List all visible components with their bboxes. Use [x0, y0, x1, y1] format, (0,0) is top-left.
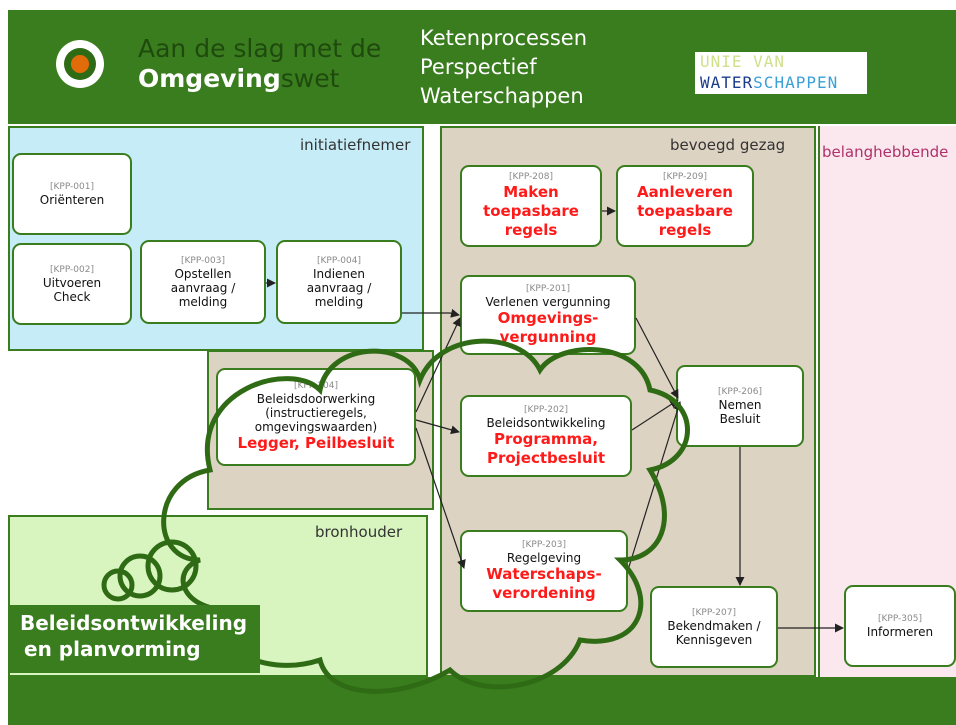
arrow-203-206 [627, 401, 682, 571]
node-label: Uitvoeren Check [42, 275, 102, 304]
node-label: Indienen aanvraag / melding [306, 266, 372, 309]
partner-logo-line-1: UNIE VAN [700, 52, 786, 71]
node-code: [KPP-207] [691, 607, 736, 618]
node-code: [KPP-202] [523, 404, 568, 415]
arrow-004-201 [402, 308, 460, 318]
partner-logo [695, 52, 867, 94]
arrow-201-206 [635, 317, 679, 399]
lane-label-bronhouder: bronhouder [315, 523, 403, 541]
cloud-icon [101, 338, 690, 694]
node-kpp-202[interactable]: [KPP-202] Beleidsontwikkeling Programma,… [460, 395, 632, 477]
node-label: Nemen Besluit [718, 397, 762, 426]
node-kpp-305[interactable]: [KPP-305] Informeren [844, 585, 956, 667]
node-kpp-208[interactable]: [KPP-208] Maken toepasbare regels [460, 165, 602, 247]
node-kpp-004[interactable]: [KPP-004] Indienen aanvraag / melding [276, 240, 402, 324]
brand-rest: swet [280, 64, 340, 93]
node-label: Beleidsontwikkeling [486, 415, 606, 430]
header-title-line-1: Ketenprocessen [420, 26, 588, 50]
lane-label-bevoegd-gezag: bevoegd gezag [670, 136, 786, 154]
node-highlight: Maken toepasbare regels [483, 183, 579, 239]
node-label: Verlenen vergunning [485, 294, 611, 309]
node-label: Bekendmaken / Kennisgeven [667, 618, 761, 647]
node-code: [KPP-203] [521, 539, 566, 550]
partner-logo-schappen: SCHAPPEN [753, 73, 839, 92]
arrow-204-203 [415, 427, 466, 569]
brand-line-2: Omgevingswet [138, 64, 339, 93]
logo-core [71, 55, 89, 73]
theme-line-1: Beleidsontwikkeling [20, 611, 248, 635]
node-kpp-201[interactable]: [KPP-201] Verlenen vergunning Omgevings-… [460, 275, 636, 355]
node-highlight: Waterschaps-verordening [486, 564, 602, 602]
node-highlight: Aanleveren toepasbare regels [637, 183, 733, 239]
node-highlight: Omgevings-vergunning [497, 308, 599, 346]
connector-arrows [266, 206, 844, 633]
lane-label-initiatiefnemer: initiatiefnemer [300, 136, 411, 154]
node-code: [KPP-201] [525, 283, 570, 294]
node-kpp-003[interactable]: [KPP-003] Opstellen aanvraag / melding [140, 240, 266, 324]
theme-label: Beleidsontwikkeling en planvorming [8, 605, 260, 673]
node-code: [KPP-003] [180, 255, 225, 266]
node-label: Oriënteren [39, 192, 105, 207]
node-kpp-209[interactable]: [KPP-209] Aanleveren toepasbare regels [616, 165, 754, 247]
node-highlight: Legger, Peilbesluit [237, 434, 395, 452]
brand-line-1: Aan de slag met de [138, 34, 382, 63]
node-kpp-203[interactable]: [KPP-203] Regelgeving Waterschaps-verord… [460, 530, 628, 612]
node-kpp-001[interactable]: [KPP-001] Oriënteren [12, 153, 132, 235]
node-label: Informeren [866, 624, 934, 639]
node-code: [KPP-305] [877, 613, 922, 624]
node-label: Regelgeving [506, 550, 582, 565]
node-code: [KPP-209] [662, 172, 707, 182]
node-highlight: Programma, Projectbesluit [486, 429, 606, 467]
lane-label-belanghebbende: belanghebbende [822, 143, 949, 161]
brand-bold: Omgeving [138, 64, 281, 93]
node-code: [KPP-208] [508, 172, 553, 182]
node-kpp-206[interactable]: [KPP-206] Nemen Besluit [676, 365, 804, 447]
node-code: [KPP-001] [49, 181, 94, 192]
node-label: Beleidsdoorwerking (instructieregels, om… [254, 392, 378, 434]
node-code: [KPP-002] [49, 264, 94, 275]
node-kpp-207[interactable]: [KPP-207] Bekendmaken / Kennisgeven [650, 586, 778, 668]
node-code: [KPP-206] [717, 386, 762, 397]
node-code: [KPP-004] [316, 255, 361, 266]
partner-logo-water: WATER [700, 73, 754, 92]
header-title-line-3: Waterschappen [420, 84, 584, 108]
theme-line-2: en planvorming [24, 637, 201, 661]
arrow-202-206 [631, 399, 679, 431]
node-kpp-002[interactable]: [KPP-002] Uitvoeren Check [12, 243, 132, 325]
header-title-line-2: Perspectief [420, 55, 537, 79]
arrow-204-202 [415, 419, 460, 435]
header-title: Ketenprocessen Perspectief Waterschappen [420, 24, 587, 111]
node-label: Opstellen aanvraag / melding [170, 266, 236, 309]
arrow-204-201 [415, 317, 461, 413]
partner-logo-line-2: WATERSCHAPPEN [700, 73, 838, 92]
